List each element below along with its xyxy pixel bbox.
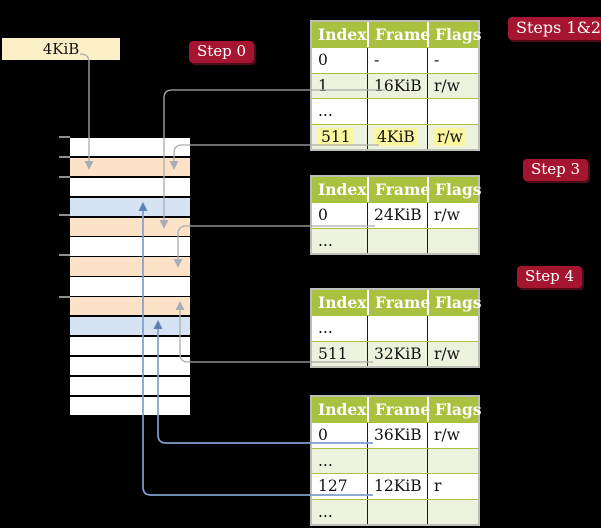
memory-row-free bbox=[70, 138, 190, 157]
memory-tick bbox=[59, 296, 70, 298]
steps-1-2-badge: Steps 1&2 bbox=[508, 17, 601, 40]
table-header-row: Index Frame Flags bbox=[312, 397, 482, 422]
header-flags: Flags bbox=[427, 22, 482, 47]
header-index: Index bbox=[318, 180, 367, 199]
cell-index: 0 bbox=[318, 426, 328, 445]
cell-flags: - bbox=[427, 48, 478, 73]
cell-frame bbox=[367, 99, 427, 124]
cell-frame: 24KiB bbox=[367, 203, 427, 228]
cell-index: ... bbox=[318, 102, 333, 121]
memory-row-page-table bbox=[70, 297, 190, 316]
memory-row-page-table bbox=[70, 157, 190, 177]
cell-frame: 4KiB bbox=[367, 124, 427, 149]
cell-flags bbox=[427, 316, 478, 341]
header-frame: Frame bbox=[367, 177, 430, 202]
physical-memory-stack bbox=[70, 138, 190, 415]
cell-frame bbox=[367, 499, 427, 524]
cell-flags: r/w bbox=[427, 203, 478, 228]
cell-index: ... bbox=[318, 451, 333, 470]
table-row: ... bbox=[312, 447, 478, 473]
cell-frame bbox=[367, 448, 427, 473]
header-frame: Frame bbox=[367, 22, 430, 47]
cell-frame: 32KiB bbox=[367, 341, 427, 366]
header-flags: Flags bbox=[427, 397, 482, 422]
memory-row-mapped-page bbox=[70, 197, 190, 217]
cell-frame: 12KiB bbox=[367, 474, 427, 499]
step-0-badge: Step 0 bbox=[189, 41, 255, 63]
cell-index: ... bbox=[318, 231, 333, 250]
cell-flags bbox=[427, 99, 478, 124]
page-table-2: Index Frame Flags 0 24KiB r/w ... bbox=[310, 175, 482, 255]
memory-tick bbox=[59, 214, 70, 216]
table-row: 511 32KiB r/w bbox=[312, 340, 478, 366]
header-index: Index bbox=[318, 293, 367, 312]
cell-index: 0 bbox=[318, 206, 328, 225]
header-frame: Frame bbox=[367, 397, 430, 422]
table-row: ... bbox=[312, 498, 478, 524]
cell-flags: r/w bbox=[427, 341, 478, 366]
frame-size-label: 4KiB bbox=[2, 38, 120, 60]
table-row: 1 16KiB r/w bbox=[312, 72, 478, 98]
memory-tick bbox=[59, 156, 70, 158]
cell-flags: r bbox=[427, 474, 478, 499]
table-row: 127 12KiB r bbox=[312, 473, 478, 499]
step-4-badge: Step 4 bbox=[517, 266, 583, 288]
header-frame: Frame bbox=[367, 290, 430, 315]
cell-flags bbox=[427, 448, 478, 473]
memory-tick bbox=[59, 254, 70, 256]
step-3-badge: Step 3 bbox=[523, 159, 589, 181]
highlighted-value: 511 bbox=[318, 127, 354, 146]
table-header-row: Index Frame Flags bbox=[312, 177, 482, 202]
header-index: Index bbox=[318, 25, 367, 44]
table-row: 0 - - bbox=[312, 47, 478, 73]
header-flags: Flags bbox=[427, 290, 482, 315]
memory-row-page-table bbox=[70, 257, 190, 276]
cell-flags: r/w bbox=[427, 423, 478, 448]
memory-row-page-table bbox=[70, 217, 190, 236]
cell-frame: 36KiB bbox=[367, 423, 427, 448]
cell-index: 127 bbox=[318, 477, 348, 496]
cell-flags: r/w bbox=[427, 124, 478, 149]
table-header-row: Index Frame Flags bbox=[312, 290, 482, 315]
memory-tick bbox=[59, 176, 70, 178]
cell-flags bbox=[427, 499, 478, 524]
table-header-row: Index Frame Flags bbox=[312, 22, 482, 47]
header-index: Index bbox=[318, 400, 367, 419]
page-table-3: Index Frame Flags ... 511 32KiB r/w bbox=[310, 288, 482, 368]
table-row: ... bbox=[312, 98, 478, 124]
cell-index: ... bbox=[318, 502, 333, 521]
memory-row-mapped-page bbox=[70, 317, 190, 336]
table-row: 0 24KiB r/w bbox=[312, 202, 478, 228]
memory-row-free bbox=[70, 277, 190, 296]
memory-row-free bbox=[70, 376, 190, 396]
table-row: ... bbox=[312, 315, 478, 341]
cell-frame bbox=[367, 228, 427, 253]
table-row: ... bbox=[312, 227, 478, 253]
memory-tick bbox=[59, 136, 70, 138]
memory-row-free bbox=[70, 356, 190, 376]
cell-frame bbox=[367, 316, 427, 341]
memory-row-free bbox=[70, 336, 190, 356]
table-row-highlighted: 511 4KiB r/w bbox=[312, 123, 478, 150]
cell-frame: - bbox=[367, 48, 427, 73]
cell-flags bbox=[427, 228, 478, 253]
cell-index: 511 bbox=[312, 125, 367, 150]
highlighted-value: r/w bbox=[434, 127, 466, 146]
cell-index: ... bbox=[318, 319, 333, 338]
cell-index: 511 bbox=[318, 344, 348, 363]
cell-flags: r/w bbox=[427, 73, 478, 98]
page-table-1: Index Frame Flags 0 - - 1 16KiB r/w ... … bbox=[310, 20, 482, 151]
memory-row-free bbox=[70, 237, 190, 256]
highlighted-value: 4KiB bbox=[374, 127, 418, 146]
cell-frame: 16KiB bbox=[367, 73, 427, 98]
page-table-4: Index Frame Flags 0 36KiB r/w ... 127 12… bbox=[310, 395, 482, 526]
memory-row-free bbox=[70, 396, 190, 415]
cell-index: 1 bbox=[318, 76, 328, 95]
memory-row-free bbox=[70, 177, 190, 197]
cell-index: 0 bbox=[318, 51, 328, 70]
header-flags: Flags bbox=[427, 177, 482, 202]
table-row: 0 36KiB r/w bbox=[312, 422, 478, 448]
